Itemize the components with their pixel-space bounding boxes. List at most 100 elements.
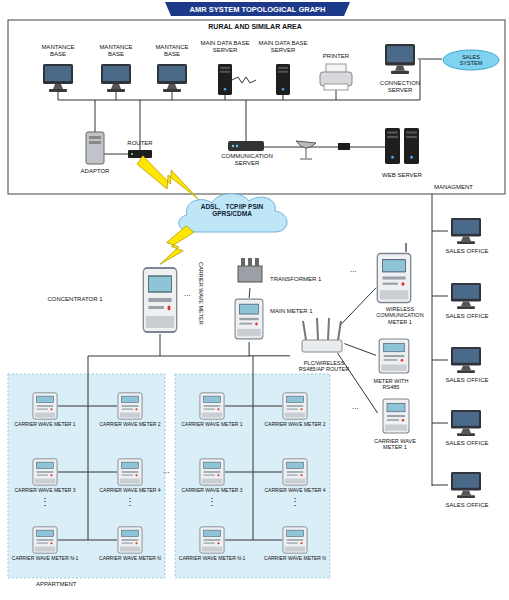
device-node: ADAPTOR bbox=[78, 130, 112, 176]
device-node: CARRIER WAVE METER 4 bbox=[263, 458, 327, 496]
device-node: CONCENTRATOR 1 bbox=[30, 262, 182, 338]
apartment-meter-icon bbox=[118, 527, 142, 553]
node-label: SALES OFFICE bbox=[435, 377, 499, 384]
node-label: CARRIER WAVE METER N-1 bbox=[177, 556, 247, 562]
note-label: ... bbox=[352, 402, 372, 411]
node-label: MAIN DATA BASE SERVER bbox=[258, 40, 308, 54]
node-label: CARRIER WAVE METER 1 bbox=[177, 422, 247, 428]
apartment-meter-icon bbox=[33, 393, 57, 419]
node-label: PLC/WIRELESS RS485/AP ROUTER bbox=[293, 360, 355, 373]
node-label: METER WITH RS485 bbox=[366, 378, 416, 391]
node-label: MAIN DATA BASE SERVER bbox=[200, 40, 250, 54]
device-node: ROUTER bbox=[122, 140, 158, 160]
node-label: WEB SERVER bbox=[372, 172, 432, 179]
device-node: SALES OFFICE bbox=[440, 410, 494, 448]
adaptor-icon bbox=[89, 141, 101, 144]
node-label: SALES OFFICE bbox=[435, 313, 499, 320]
note-label: ... bbox=[163, 466, 177, 475]
monitor-icon bbox=[451, 347, 481, 373]
server-icon bbox=[276, 64, 290, 95]
node-label: ADSL、TCP/IP PSIN GPRS/CDMA bbox=[187, 203, 277, 218]
device-node: SALES OFFICE bbox=[440, 347, 494, 385]
device-node: MANTANCE BASE bbox=[40, 44, 76, 94]
node-label: CONCENTRATOR 1 bbox=[30, 296, 120, 303]
note-label: APPARTMENT bbox=[36, 581, 96, 588]
note-label: ⋮ bbox=[289, 496, 301, 508]
printer-icon bbox=[324, 84, 348, 90]
transformer-icon bbox=[255, 258, 259, 266]
transformer-icon bbox=[238, 258, 262, 282]
device-node: CARRIER WAVE METER N-1 bbox=[13, 526, 77, 564]
node-label: MANTANCE BASE bbox=[94, 44, 138, 58]
plc-router-icon bbox=[302, 318, 342, 352]
adaptor-icon bbox=[86, 132, 104, 164]
communication-server-icon bbox=[228, 141, 264, 151]
apartment-meter-icon bbox=[283, 459, 307, 485]
server-icon bbox=[404, 128, 419, 164]
device-node: MANTANCE BASE bbox=[98, 44, 134, 94]
adaptor-icon bbox=[86, 132, 104, 164]
node-label: ADAPTOR bbox=[72, 168, 118, 175]
system-ellipse-outline bbox=[443, 50, 499, 70]
apartment-meter-icon bbox=[33, 527, 57, 553]
satellite-dish-icon bbox=[296, 141, 316, 159]
lan-bus bbox=[232, 77, 256, 83]
device-node: MAIN DATA BASE SERVER bbox=[262, 40, 304, 96]
monitor-icon bbox=[101, 64, 131, 92]
device-node: CARRIER WAVE METER 4 bbox=[98, 458, 162, 496]
adaptor-icon bbox=[89, 136, 101, 139]
node-label: MAIN METER 1 bbox=[270, 308, 330, 315]
main-meter-icon bbox=[235, 299, 263, 339]
node-label: MANTANCE BASE bbox=[36, 44, 80, 58]
device-node: TRANSFORMER 1 bbox=[232, 256, 322, 288]
device-node: CARRIER WAVE METER N bbox=[263, 526, 327, 564]
monitor-icon bbox=[451, 283, 481, 309]
device-node: MAIN METER 1 bbox=[234, 298, 318, 342]
communication-server-icon bbox=[232, 145, 234, 147]
carrier-meter-icon bbox=[383, 399, 409, 433]
printer-icon bbox=[320, 64, 352, 90]
monitor-icon bbox=[43, 44, 481, 498]
node-label: CARRIER WAVE METER 2 bbox=[260, 422, 330, 428]
communication-server-icon bbox=[228, 141, 264, 151]
note-label: ⋮ bbox=[124, 496, 136, 508]
device-node: SALES OFFICE bbox=[440, 472, 494, 510]
node-label: COMMUNICATION SERVER bbox=[214, 153, 280, 167]
node-label: CARRIER WAVE METER N bbox=[95, 556, 165, 562]
rs485-meter-icon bbox=[379, 339, 409, 373]
title-text: AMR SYSTEM TOPOLOGICAL GRAPH bbox=[170, 3, 345, 16]
title-banner bbox=[165, 2, 350, 16]
node-label: CARRIER WAVE METER 1 bbox=[10, 422, 80, 428]
device-node: COMMUNICATION SERVER bbox=[220, 140, 274, 176]
apartment-meter-icon bbox=[283, 393, 307, 419]
device-node: PLC/WIRELESS RS485/AP ROUTER bbox=[290, 318, 358, 382]
node-label: CARRIER WAVE METER 1 bbox=[369, 438, 421, 451]
wireless-meter-icon bbox=[405, 243, 407, 252]
device-node: CONNECTION SERVER bbox=[376, 44, 424, 98]
device-node: MAIN DATA BASE SERVER bbox=[204, 40, 246, 96]
node-label: CARRIER WAVE METER 3 bbox=[10, 488, 80, 494]
lan-bus bbox=[58, 59, 442, 154]
wire-connector bbox=[341, 288, 376, 325]
server-icon bbox=[218, 64, 232, 95]
system-ellipse: SALES SYSTEM bbox=[442, 49, 500, 71]
lan-bus bbox=[58, 59, 442, 154]
device-node: CARRIER WAVE METER 1 bbox=[13, 392, 77, 430]
node-label: CARRIER WAVE METER N-1 bbox=[10, 556, 80, 562]
field-wires bbox=[58, 194, 448, 540]
field-wires bbox=[58, 334, 282, 540]
network-cloud-outline bbox=[179, 194, 287, 232]
device-node: PRINTER bbox=[316, 50, 356, 94]
node-label: PRINTER bbox=[312, 53, 360, 60]
satellite-dish-icon bbox=[296, 141, 316, 148]
device-node: CARRIER WAVE METER 3 bbox=[13, 458, 77, 496]
apartment-meter-icon bbox=[33, 393, 307, 553]
wire-connector bbox=[249, 342, 290, 356]
device-node: MANTANCE BASE bbox=[154, 44, 190, 94]
node-label: SALES OFFICE bbox=[435, 502, 499, 509]
device-node: CARRIER WAVE METER 1 bbox=[180, 392, 244, 430]
node-label: SALES OFFICE bbox=[435, 248, 499, 255]
apartment-meter-icon bbox=[200, 527, 224, 553]
communication-server-icon bbox=[236, 145, 238, 147]
